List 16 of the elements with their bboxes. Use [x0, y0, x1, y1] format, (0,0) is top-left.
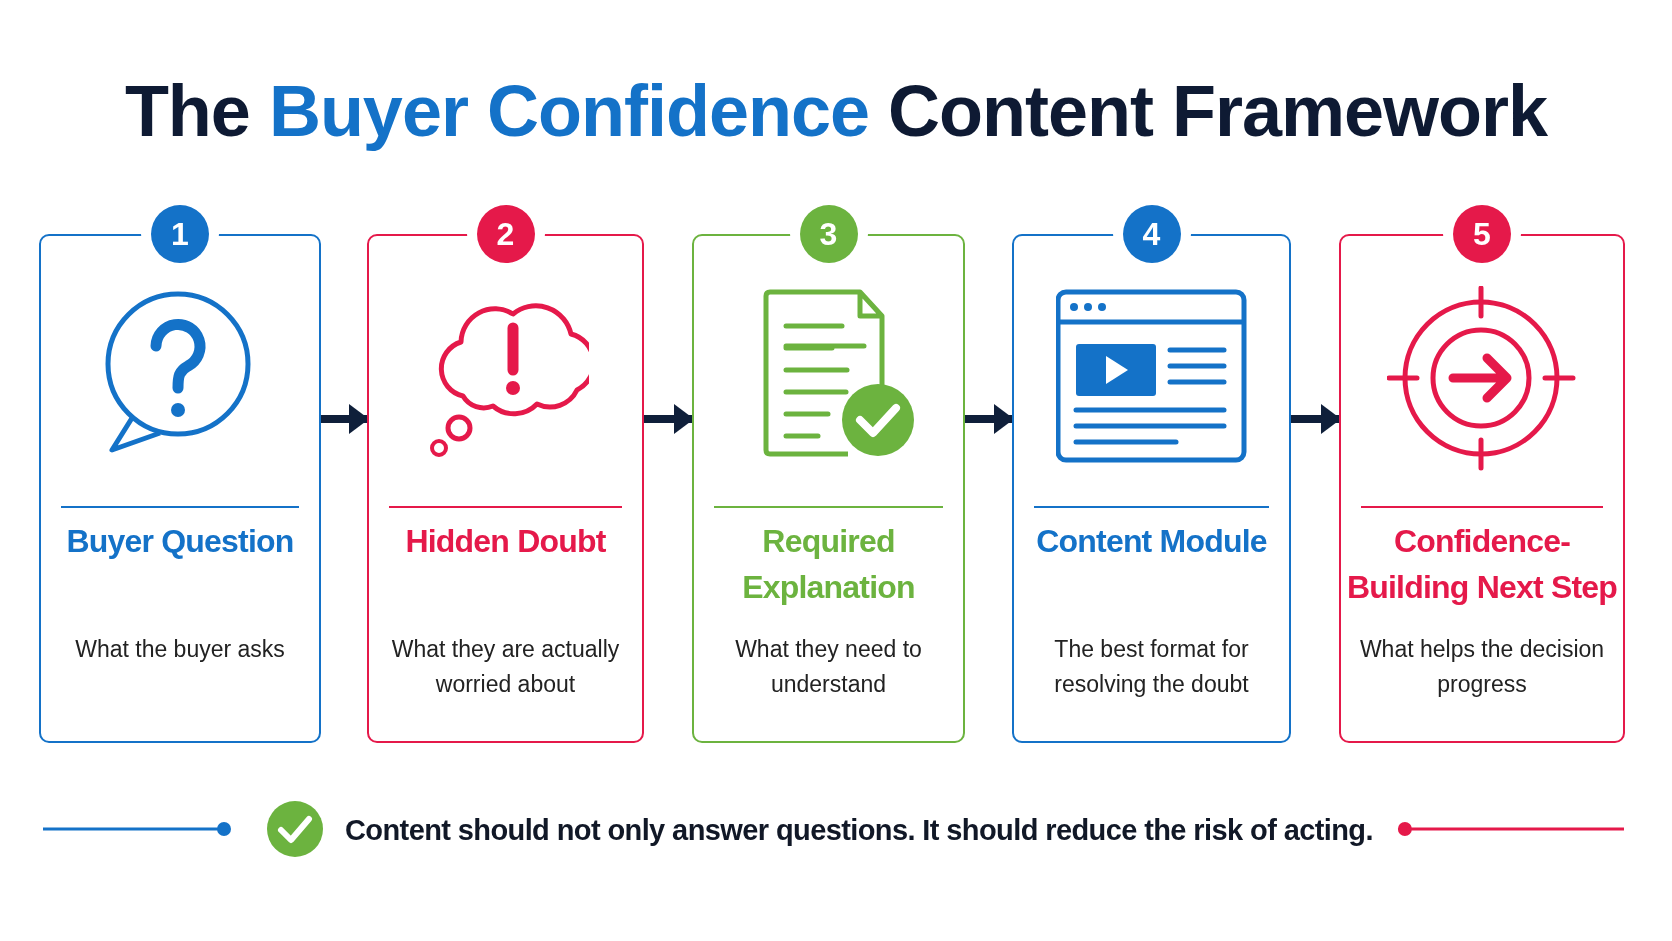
step-description: What they need to understand [734, 635, 923, 699]
step-heading: Buyer Question [65, 522, 295, 561]
arrow [1291, 404, 1341, 434]
step-heading: Hidden Doubt [404, 522, 607, 561]
step-heading: Required Explanation [741, 522, 916, 607]
arrow [644, 404, 694, 434]
title: The Buyer Confidence Content Framework [123, 70, 1549, 152]
arrow [965, 404, 1014, 434]
step-description: What they are actually worried about [390, 635, 621, 699]
takeaway-note: Content should not only answer questions. It should reduce the risk of acting. [345, 813, 1373, 848]
step-heading: Confidence-Building Next Step [1345, 522, 1619, 607]
step-description: The best format for resolving the doubt [1053, 635, 1250, 699]
step-description: What helps the decision progress [1358, 635, 1606, 699]
step-description: What the buyer asks [74, 635, 286, 664]
arrow [321, 404, 369, 434]
step-heading: Content Module [1035, 522, 1268, 561]
